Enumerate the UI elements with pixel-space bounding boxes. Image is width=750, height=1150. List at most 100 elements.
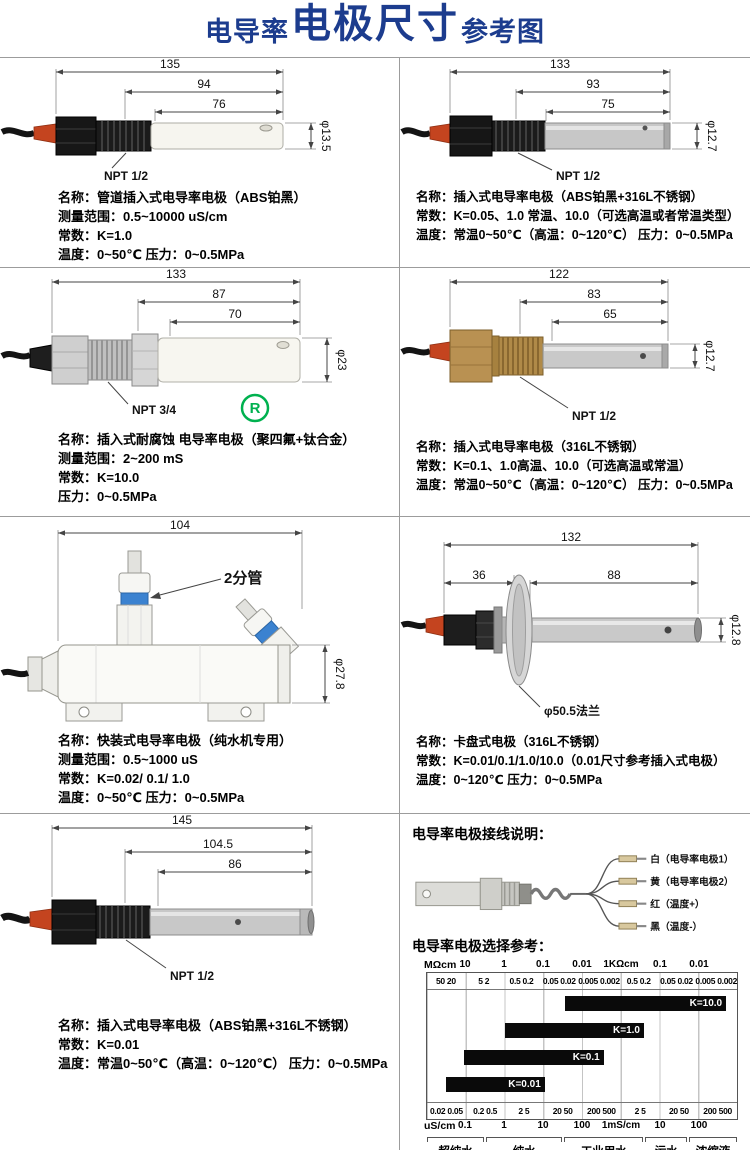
svg-text:76: 76: [212, 97, 226, 111]
bottom-axis-tick: 0.1: [458, 1120, 472, 1131]
resistivity-cell: 5 2: [478, 976, 490, 986]
water-segment: 工业用水: [563, 1137, 644, 1150]
thread-label: NPT 1/2: [104, 152, 148, 183]
svg-text:NPT 1/2: NPT 1/2: [170, 969, 214, 983]
panel-wiring-and-selection: 电导率电极接线说明：: [400, 814, 750, 1150]
svg-text:NPT 3/4: NPT 3/4: [132, 403, 176, 417]
electrode-drawing-insertion-abs-316l: 133 93 75: [400, 58, 719, 183]
registered-trademark-icon: R: [240, 393, 270, 423]
top-axis-unit: MΩcm: [424, 959, 457, 971]
range-bar: K=10.0: [564, 996, 727, 1011]
dimension-total: 132: [443, 530, 699, 614]
spec-name: 名称：快装式电导率电极（纯水机专用）: [58, 733, 293, 748]
cable: [400, 620, 428, 630]
dimension-total: 135: [55, 58, 284, 120]
electrode-drawing-insertion-316l: 122 83 65: [400, 268, 717, 423]
panel-insertion-316l: 122 83 65: [400, 268, 750, 517]
spec-temp-pressure: 温度：0~50℃ 压力：0~0.5MPa: [58, 247, 245, 262]
probe-body: [150, 122, 284, 150]
washer: [493, 606, 503, 654]
svg-text:86: 86: [228, 857, 242, 871]
svg-text:83: 83: [587, 287, 601, 301]
dimension-diameter: φ12.7: [670, 340, 717, 372]
bottom-axis-tick: 10: [537, 1120, 549, 1131]
svg-text:145: 145: [172, 814, 192, 827]
hex-nut: [475, 610, 495, 650]
hex-nut: [55, 116, 97, 156]
push-fitting-top: [116, 550, 153, 646]
range-bar: K=0.1: [464, 1050, 604, 1065]
svg-text:88: 88: [607, 568, 621, 582]
water-label: 纯水: [485, 1143, 563, 1150]
conductivity-cell: 200 500: [703, 1106, 732, 1116]
steel-tube: [542, 343, 669, 369]
conductivity-cell: 200 500: [587, 1106, 616, 1116]
panel-insertion-k001: 145 104.5 86: [0, 814, 400, 1150]
dimension-mid: 83: [519, 287, 668, 334]
spec-name: 名称：插入式电导率电极（ABS铂黑+316L不锈钢）: [416, 190, 704, 204]
svg-text:75: 75: [601, 97, 615, 111]
range-bar: K=0.01: [445, 1077, 545, 1092]
top-axis-tick: 1KΩcm: [603, 959, 639, 970]
resistivity-cell: 0.05 0.02: [542, 976, 576, 986]
probe-body: [157, 337, 301, 383]
title-prefix: 电导率: [205, 17, 289, 47]
resistivity-cell: 0.05 0.02: [660, 976, 693, 986]
range-bar: K=1.0: [504, 1023, 644, 1038]
svg-text:φ13.5: φ13.5: [319, 120, 333, 151]
dimension-total: 145: [51, 814, 313, 906]
cable: [0, 351, 32, 360]
svg-text:94: 94: [197, 77, 211, 91]
hex-nut: [449, 115, 493, 157]
thread-label: NPT 1/2: [125, 939, 214, 983]
water-label: 超纯水: [426, 1143, 485, 1150]
svg-text:104: 104: [170, 518, 190, 532]
svg-text:133: 133: [550, 58, 570, 71]
water-bracket: [689, 1137, 737, 1142]
spec-range: 测量范围：0.5~1000 uS: [58, 752, 198, 767]
thread: [95, 120, 152, 152]
spec-name: 名称：插入式耐腐蚀 电导率电极（聚四氟+钛合金）: [58, 432, 356, 447]
svg-text:65: 65: [603, 307, 617, 321]
cable: [400, 127, 432, 138]
electrode-drawing-clamp: 132 36 88: [400, 530, 743, 718]
top-axis-tick: 0.1: [536, 959, 550, 970]
selection-title: 电导率电极选择参考：: [412, 938, 552, 954]
wire-label-yellow: 黄（电导率电极2）: [650, 875, 733, 888]
flange-label: φ50.5法兰: [518, 685, 600, 718]
hex-nut-rear: [131, 333, 159, 387]
water-bracket: [486, 1137, 563, 1142]
dimension-inner: 75: [545, 97, 670, 121]
dimension-mid: 93: [515, 77, 670, 119]
spec-name: 名称：卡盘式电极（316L不锈钢）: [416, 735, 607, 749]
cable-boot: [429, 123, 451, 144]
cable-boot: [425, 615, 445, 637]
body-cylinder: [443, 614, 477, 646]
dimension-total: 133: [449, 58, 671, 120]
dimension-mid: 104.5: [124, 837, 312, 903]
electrode-body: [415, 877, 532, 911]
spec-block: 名称：插入式电导率电极（316L不锈钢） 常数：K=0.1、1.0高温、10.0…: [400, 436, 750, 495]
conductivity-cell: 20 50: [552, 1106, 573, 1116]
dimension-diameter: φ13.5: [285, 120, 333, 152]
svg-text:36: 36: [472, 568, 486, 582]
spec-temp-pressure: 温度：0~120℃ 压力：0~0.5MPa: [416, 773, 603, 787]
spec-constant: 常数：K=0.01/0.1/1.0/10.0（0.01尺寸参考插入式电极）: [416, 754, 726, 768]
spec-constant: 常数：K=0.1、1.0高温、10.0（可选高温或常温）: [416, 459, 692, 473]
steel-tube: [149, 908, 315, 936]
svg-text:φ12.7: φ12.7: [705, 120, 719, 151]
clamp-flange: [505, 574, 533, 686]
svg-text:NPT 1/2: NPT 1/2: [572, 409, 616, 423]
dimension-total: 104: [57, 518, 303, 641]
spec-constant: 常数：K=0.02/ 0.1/ 1.0: [58, 771, 190, 786]
water-label: 浓缩液: [688, 1143, 738, 1150]
spec-block: 名称：管道插入式电导率电极（ABS铂黑） 测量范围：0.5~10000 uS/c…: [0, 186, 399, 264]
left-reducer: [27, 650, 59, 698]
svg-text:NPT 1/2: NPT 1/2: [104, 169, 148, 183]
cable-boot: [33, 123, 57, 144]
title-suffix: 参考图: [461, 17, 545, 47]
